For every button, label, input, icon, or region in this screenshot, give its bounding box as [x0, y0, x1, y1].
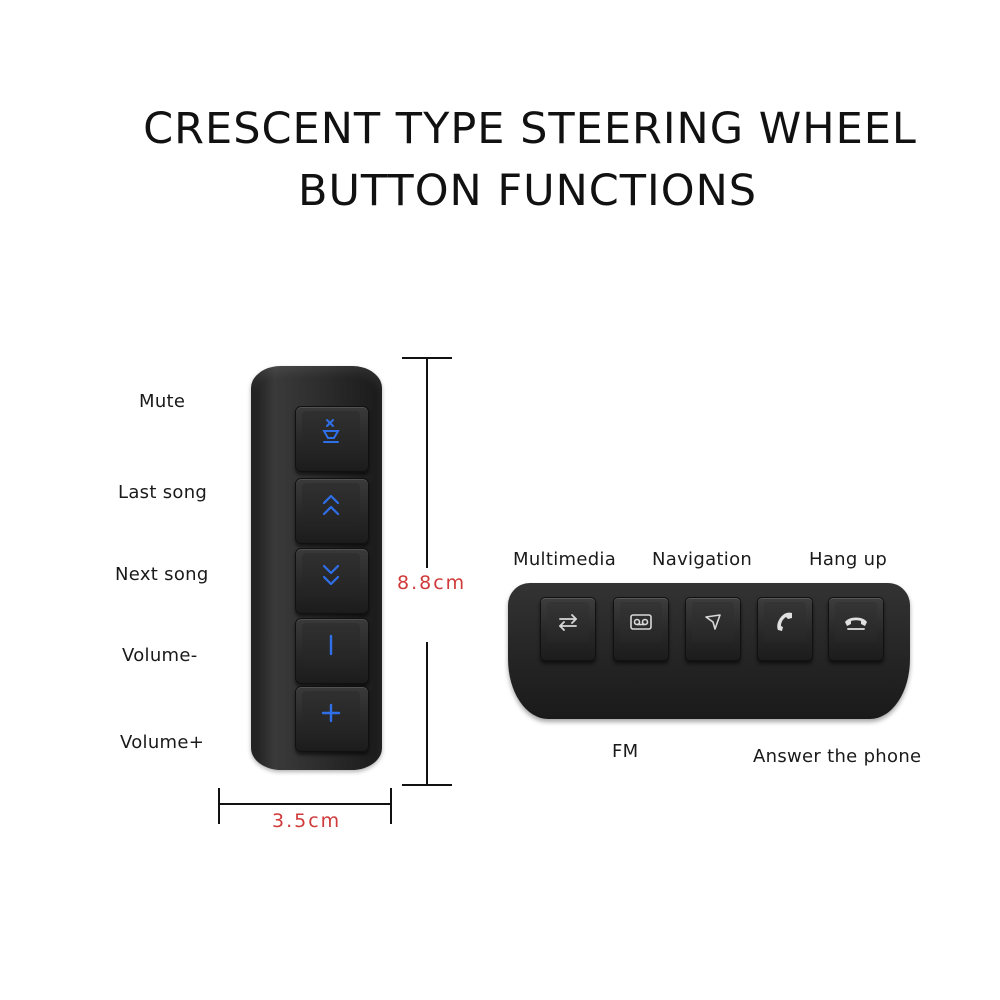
plus-icon — [321, 703, 341, 723]
minus-icon — [329, 634, 333, 656]
label-volume-plus: Volume+ — [120, 732, 205, 753]
swap-arrows-icon — [559, 614, 577, 631]
title-line-2: BUTTON FUNCTIONS — [297, 166, 758, 216]
volume-minus-button[interactable] — [295, 618, 369, 684]
height-dimension-line-top — [426, 358, 428, 568]
label-fm: FM — [612, 741, 639, 762]
height-dimension-label: 8.8cm — [397, 572, 467, 594]
chevron-double-up-icon — [322, 494, 340, 516]
cassette-icon — [630, 614, 652, 630]
phone-hangup-icon — [845, 617, 867, 630]
next-song-button[interactable] — [295, 548, 369, 614]
last-song-button[interactable] — [295, 478, 369, 544]
navigation-button[interactable] — [685, 597, 741, 661]
fm-button[interactable] — [613, 597, 669, 661]
mute-button[interactable] — [295, 406, 369, 472]
height-dimension-cap-top — [402, 357, 452, 359]
mute-icon — [322, 419, 340, 443]
width-dimension-cap-right — [390, 788, 392, 824]
multimedia-button[interactable] — [540, 597, 596, 661]
horizontal-remote — [508, 583, 910, 719]
page-title: CRESCENT TYPE STEERING WHEEL BUTTON FUNC… — [0, 98, 1000, 222]
title-line-1: CRESCENT TYPE STEERING WHEEL — [143, 104, 917, 154]
hang-up-button[interactable] — [828, 597, 884, 661]
width-dimension-line — [219, 803, 391, 805]
chevron-double-down-icon — [322, 564, 340, 586]
vertical-remote — [251, 366, 382, 770]
width-dimension-label: 3.5cm — [272, 810, 342, 832]
phone-answer-icon — [777, 612, 792, 631]
width-dimension-cap-left — [218, 788, 220, 824]
label-answer-the-phone: Answer the phone — [753, 746, 922, 767]
label-mute: Mute — [139, 391, 186, 412]
label-navigation: Navigation — [652, 549, 753, 570]
volume-plus-button[interactable] — [295, 686, 369, 752]
height-dimension-line-bottom — [426, 642, 428, 785]
label-multimedia: Multimedia — [513, 549, 617, 570]
height-dimension-cap-bottom — [402, 784, 452, 786]
answer-phone-button[interactable] — [757, 597, 813, 661]
label-next-song: Next song — [115, 564, 209, 585]
label-last-song: Last song — [118, 482, 208, 503]
navigation-arrow-icon — [705, 614, 721, 630]
label-volume-minus: Volume- — [122, 645, 198, 666]
label-hang-up: Hang up — [809, 549, 888, 570]
